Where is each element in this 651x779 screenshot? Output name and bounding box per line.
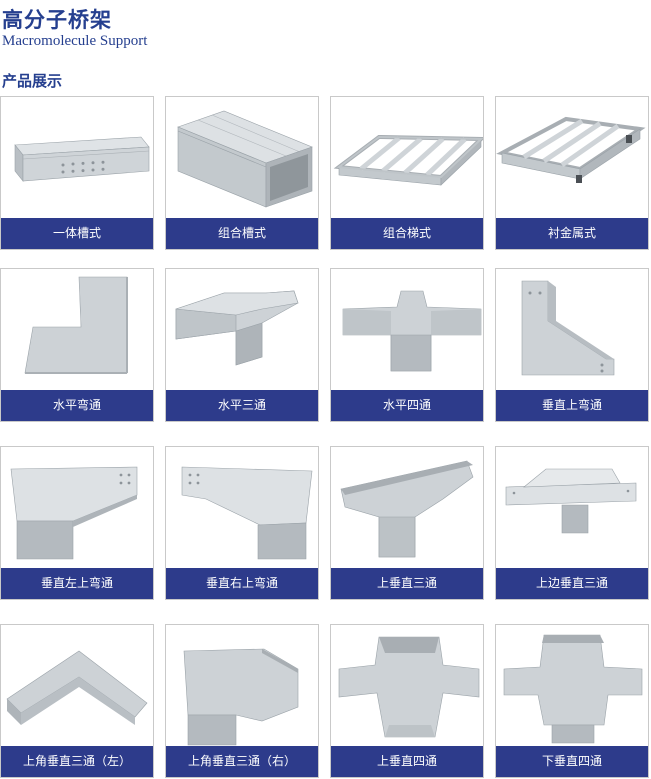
product-caption: 组合梯式	[331, 218, 483, 249]
product-card-down-vertical-cross[interactable]: 下垂直四通	[495, 624, 649, 778]
section-title: 产品展示	[2, 72, 63, 90]
product-image	[1, 447, 153, 569]
product-card-metal-lined[interactable]: 衬金属式	[495, 96, 649, 250]
product-image	[166, 447, 318, 569]
product-card-horizontal-elbow[interactable]: 水平弯通	[0, 268, 154, 422]
product-image	[166, 625, 318, 747]
page-title-en: Macromolecule Support	[2, 33, 148, 49]
product-image	[1, 269, 153, 391]
product-card-up-side-vertical-tee[interactable]: 上边垂直三通	[495, 446, 649, 600]
product-caption: 上垂直三通	[331, 568, 483, 599]
product-caption: 上角垂直三通（左）	[1, 746, 153, 777]
product-card-horizontal-tee[interactable]: 水平三通	[165, 268, 319, 422]
product-image	[331, 97, 483, 219]
product-caption: 水平四通	[331, 390, 483, 421]
product-image	[331, 447, 483, 569]
product-image	[496, 97, 648, 219]
product-card-vertical-right-up-elbow[interactable]: 垂直右上弯通	[165, 446, 319, 600]
product-caption: 垂直上弯通	[496, 390, 648, 421]
product-card-combined-trough[interactable]: 组合槽式	[165, 96, 319, 250]
product-card-combined-ladder[interactable]: 组合梯式	[330, 96, 484, 250]
product-card-up-vertical-cross[interactable]: 上垂直四通	[330, 624, 484, 778]
product-image	[331, 625, 483, 747]
product-caption: 一体槽式	[1, 218, 153, 249]
product-image	[331, 269, 483, 391]
product-caption: 水平弯通	[1, 390, 153, 421]
page-title-cn: 高分子桥架	[2, 8, 112, 32]
product-card-up-vertical-tee[interactable]: 上垂直三通	[330, 446, 484, 600]
product-caption: 组合槽式	[166, 218, 318, 249]
product-caption: 上边垂直三通	[496, 568, 648, 599]
product-image	[166, 97, 318, 219]
product-image	[496, 625, 648, 747]
product-card-vertical-up-elbow[interactable]: 垂直上弯通	[495, 268, 649, 422]
product-card-up-corner-tee-right[interactable]: 上角垂直三通（右）	[165, 624, 319, 778]
product-caption: 垂直右上弯通	[166, 568, 318, 599]
product-image	[166, 269, 318, 391]
product-caption: 水平三通	[166, 390, 318, 421]
product-image	[1, 97, 153, 219]
product-card-integrated-trough[interactable]: 一体槽式	[0, 96, 154, 250]
product-caption: 下垂直四通	[496, 746, 648, 777]
product-card-vertical-left-up-elbow[interactable]: 垂直左上弯通	[0, 446, 154, 600]
product-card-horizontal-cross[interactable]: 水平四通	[330, 268, 484, 422]
product-caption: 垂直左上弯通	[1, 568, 153, 599]
product-caption: 上垂直四通	[331, 746, 483, 777]
product-image	[496, 269, 648, 391]
product-caption: 上角垂直三通（右）	[166, 746, 318, 777]
product-image	[1, 625, 153, 747]
product-caption: 衬金属式	[496, 218, 648, 249]
product-image	[496, 447, 648, 569]
product-card-up-corner-tee-left[interactable]: 上角垂直三通（左）	[0, 624, 154, 778]
